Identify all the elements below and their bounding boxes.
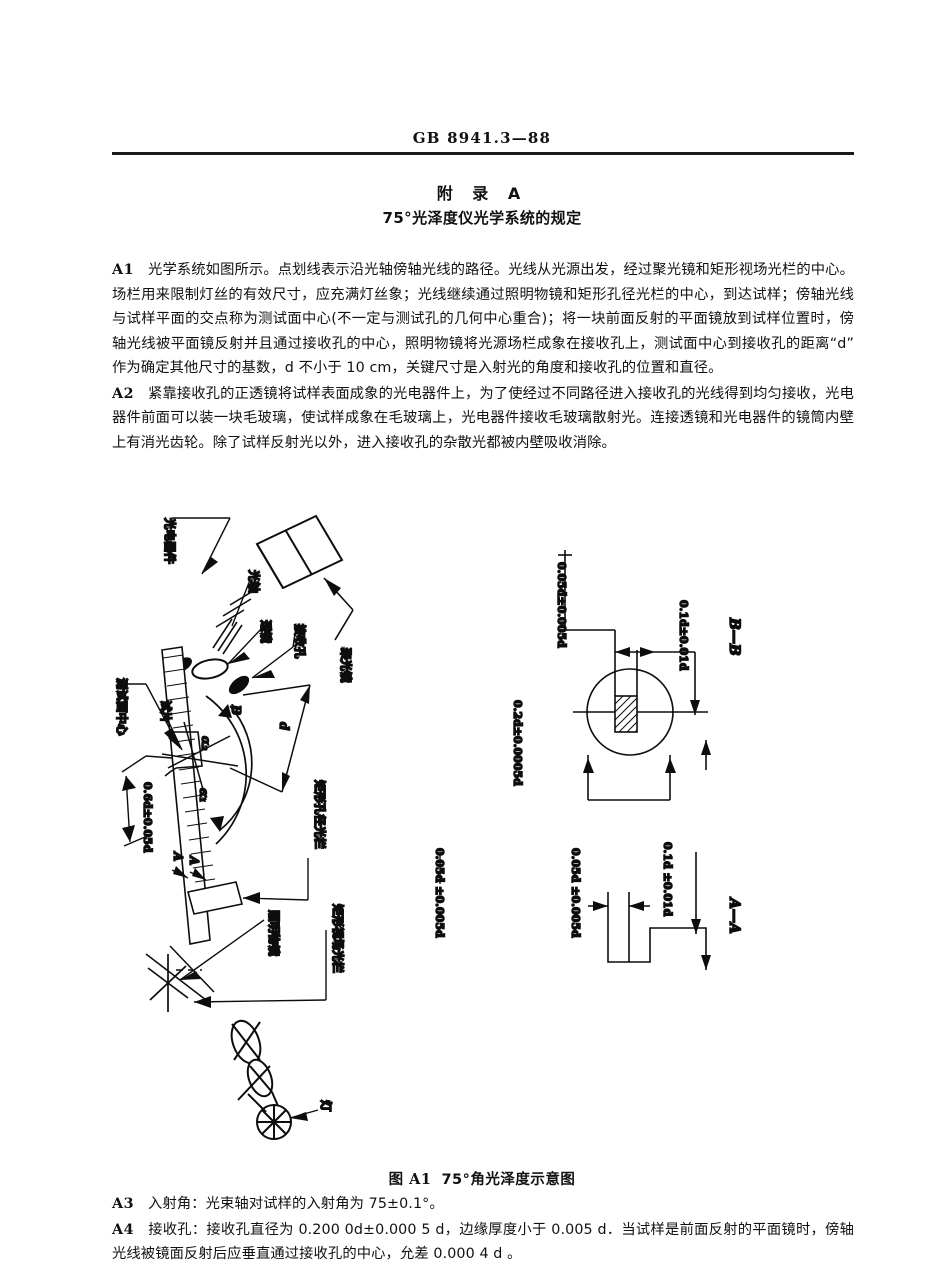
a-marker-arrows	[171, 866, 207, 881]
beam-hatch-lines	[215, 587, 259, 628]
paragraph-a3-tag: A3	[112, 1196, 135, 1212]
label-specimen: 试片	[159, 700, 173, 723]
marker-a-1: A	[171, 851, 185, 861]
specimen-wedge	[164, 731, 203, 777]
header-rule	[112, 152, 854, 155]
paragraph-a4-text: 接收孔：接收孔直径为 0.200 0d±0.000 5 d，边缘厚度小于 0.0…	[112, 1221, 854, 1263]
dimension-d	[229, 684, 311, 793]
dimension-label-bb-0-1d: 0.1d±0.01d	[677, 600, 690, 671]
label-alpha-1: α₁	[197, 788, 211, 803]
rect-aperture-stop-leader	[242, 858, 309, 904]
illumination-objective-element	[147, 954, 189, 1012]
dimension-label-0-6d: 0.6d±0.05d	[141, 782, 154, 853]
section-aa	[588, 852, 711, 970]
label-light-axis: 光轴	[247, 569, 261, 593]
lens-element	[191, 658, 229, 680]
photodetector-body	[255, 514, 344, 590]
paragraph-a4-tag: A4	[112, 1221, 135, 1238]
paragraph-a2-tag: A2	[112, 385, 135, 402]
lamp-assembly	[230, 1019, 292, 1140]
paragraph-a3-text: 入射角：光束轴对试样的入射角为 75±0.1°。	[148, 1196, 444, 1212]
section-label-bb: B—B	[726, 617, 742, 656]
receiving-aperture	[228, 675, 250, 695]
label-rect-field-stop: 矩形视场光栏	[331, 904, 345, 973]
appendix-title: 附 录 A	[436, 184, 528, 203]
receiving-aperture-leader	[251, 632, 296, 679]
section-bb-hatch	[614, 695, 638, 733]
lamp-leader	[289, 1109, 319, 1121]
dimension-label-aa-0-05d: 0.05d ±0.005d	[569, 848, 582, 938]
section-bb	[558, 550, 711, 801]
section-label-aa: A—A	[726, 896, 742, 934]
label-alpha-2: α₂	[199, 736, 213, 751]
figure-caption-text: 75°角光泽度示意图	[441, 1172, 576, 1188]
lens-leader	[227, 627, 263, 665]
label-receiving-aperture: 接收孔	[293, 624, 307, 659]
standard-code: GB 8941.3—88	[412, 129, 552, 147]
arc-arrow-top	[218, 704, 232, 718]
label-rect-aperture-stop: 矩形孔径光栏	[313, 780, 327, 849]
label-lens: 透镜	[259, 620, 273, 643]
dimension-label-field-stop: 0.05d ±0.005d	[433, 848, 446, 938]
figure-caption-number: 图 A1	[388, 1171, 432, 1188]
label-photodetector: 光电器件	[163, 517, 177, 564]
lens-hatch	[212, 618, 243, 655]
label-condenser-lens: 聚光镜	[339, 647, 353, 683]
rect-field-stop-leader	[193, 930, 327, 1008]
arc-arrow-bottom	[210, 816, 224, 832]
paragraph-a3: A3 入射角：光束轴对试样的入射角为 75±0.1°。	[112, 1192, 854, 1217]
dimension-0-6d	[121, 755, 173, 847]
specimen-leader	[164, 713, 183, 751]
label-illumination-objective: 照明物镜	[267, 910, 281, 956]
rect-aperture-stop-element	[187, 881, 243, 915]
paragraph-a2-text: 紧靠接收孔的正透镜将试样表面成象的光电器件上，为了使经过不同路径进入接收孔的光线…	[112, 385, 854, 451]
condenser-lens-leader	[323, 577, 354, 641]
test-surface-center	[161, 721, 239, 801]
dimension-label-0-2d: 0.2d±0.0005d	[511, 700, 524, 786]
figure-a1: 光电器件 光轴 聚光镜	[110, 500, 852, 1172]
optical-system-diagram: 光电器件 光轴 聚光镜	[114, 514, 743, 1140]
label-distance-d: d	[277, 722, 291, 731]
marker-a-2: A	[187, 855, 201, 865]
paragraph-a1-tag: A1	[112, 262, 135, 278]
label-lamp: 灯	[319, 1100, 333, 1112]
dimension-label-bb-0-05d: 0.05d±0.005d	[555, 562, 568, 648]
page-header: GB 8941.3—88	[112, 128, 852, 147]
marker-b-2: B	[229, 704, 243, 715]
appendix-subtitle: 75°光泽度仪光学系统的规定	[382, 209, 582, 227]
label-test-surface-center: 测试面中心	[115, 678, 129, 736]
lamp-ray-lines	[145, 945, 215, 1001]
dimension-label-aa-0-1d: 0.1d ±0.01d	[661, 842, 674, 917]
paragraph-a1-text: 光学系统如图所示。点划线表示沿光轴傍轴光线的路径。光线从光源出发，经过聚光镜和矩…	[112, 262, 854, 376]
photodetector-leader	[172, 517, 231, 575]
light-axis-leader	[231, 579, 251, 627]
figure-caption: 图 A1 75°角光泽度示意图	[112, 1168, 852, 1189]
